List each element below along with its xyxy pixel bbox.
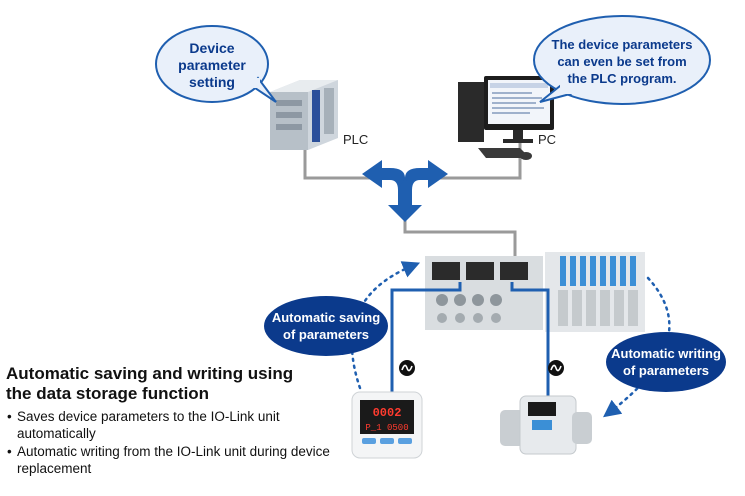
io-link-unit [425,252,645,332]
io-link-cables [390,282,550,396]
bubble-text-device-parameter-setting: Device parameter setting [178,40,246,90]
plc-label: PLC [343,132,369,147]
caption-bullet: Automatic writing from the IO-Link unit … [6,443,336,477]
data-flow-arrow [362,160,448,222]
caption-title: Automatic saving and writing using the d… [6,364,294,403]
bubble-automatic-saving [264,296,388,356]
bubble-text-automatic-saving: Automatic saving of parameters [271,310,381,342]
caption-bullets: Saves device parameters to the IO-Link u… [6,408,336,477]
pc-device [458,76,554,160]
bubble-text-plc-program-note: The device parameters can even be set fr… [551,37,693,86]
bubble-plc-program-note [533,15,711,105]
plc-device [270,80,338,150]
caption-bullet: Saves device parameters to the IO-Link u… [6,408,336,442]
caption-block: Automatic saving and writing using the d… [6,364,336,478]
pressure-sensor: 0002 P_1 0500 [351,391,423,459]
bubble-device-parameter-setting [155,25,277,103]
bubble-automatic-writing [606,332,726,392]
network-cables [303,140,522,262]
signal-icon-right [548,360,564,376]
sensor-bottom-readout: P_1 0500 [365,423,408,433]
flow-sensor [500,395,592,455]
signal-icon-left [399,360,415,376]
pc-label: PC [538,132,557,147]
sensor-top-readout: 0002 [373,406,402,420]
bubble-text-automatic-writing: Automatic writing of parameters [611,346,721,378]
